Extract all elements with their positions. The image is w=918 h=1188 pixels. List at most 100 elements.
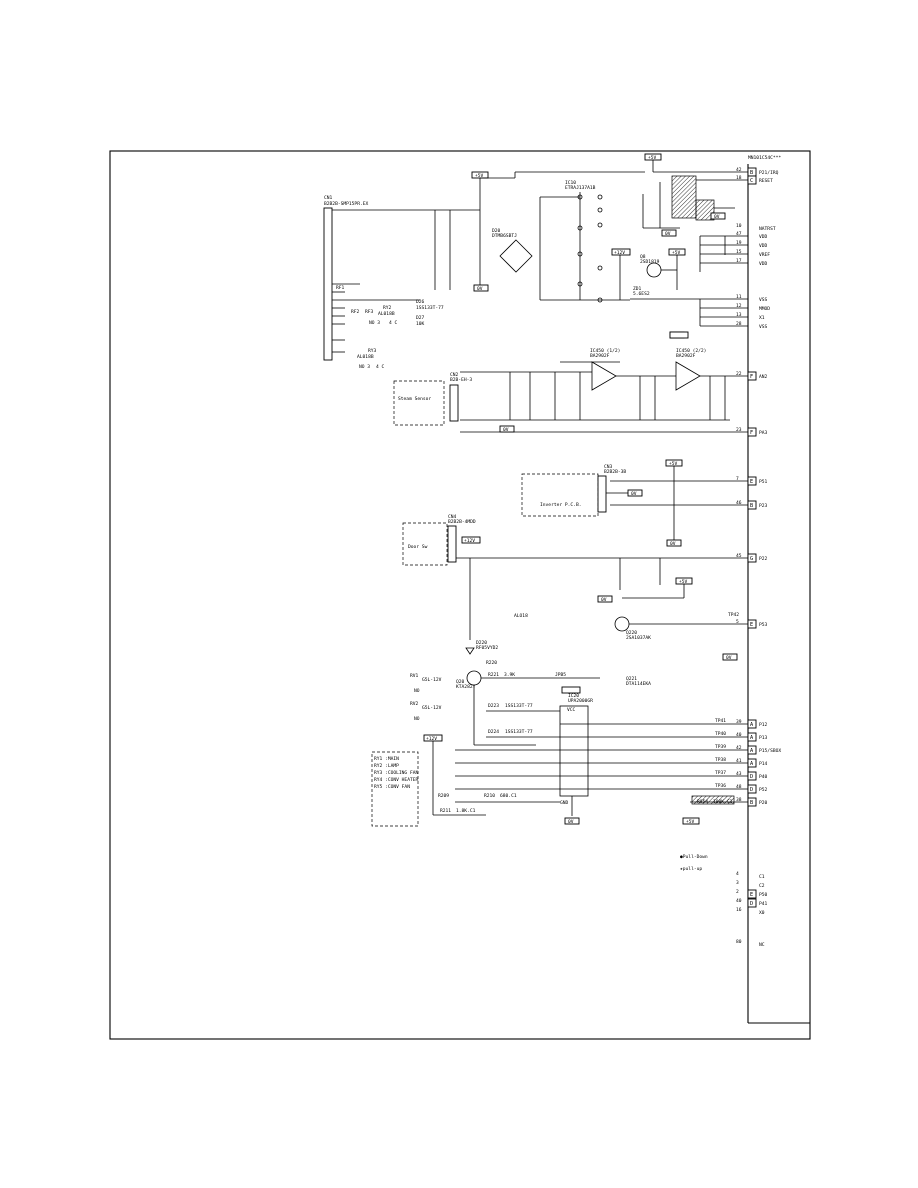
mcu-port-tag [747, 889, 757, 899]
d223-label: D223 [488, 703, 499, 709]
rv1-no: NO [414, 688, 420, 694]
rail-tag-0v-e [499, 425, 515, 433]
cn1-part: B2B2B-SMP15PR.EX [324, 201, 368, 207]
mcu-port-letter: E [750, 892, 753, 898]
mcu-pin-name: X0 [759, 910, 765, 916]
mcu-pin-number: 17 [736, 258, 742, 264]
steam-sensor-box [393, 380, 445, 426]
mcu-pin-name: P23 [759, 503, 768, 509]
mcu-pin-name: C2 [759, 883, 765, 889]
d-part: 1SS133T-77 [505, 729, 533, 735]
cn2-label: CN2 [450, 372, 459, 378]
rail-tag-0v-h [597, 595, 613, 603]
rail-label: +12V [464, 538, 475, 544]
relay-ref: RY3 [368, 348, 377, 354]
mcu-port-letter: F [750, 374, 753, 380]
rail-tag-0v-a [661, 229, 677, 237]
cn3-label: CN3 [604, 464, 613, 470]
mcu-pin-name: P15/SBOX [759, 748, 781, 754]
rail-label: +5V [672, 250, 681, 256]
mcu-pin-name: VREF [759, 252, 770, 258]
mcu-pin-name: X1 [759, 315, 765, 321]
mcu-pin-name: P52 [759, 787, 768, 793]
r211-label: R211 [440, 808, 451, 814]
rail-tag-12v-b [669, 331, 689, 339]
relay-c: 4 C [389, 320, 398, 326]
d26-label: D26 [416, 299, 425, 305]
mcu-pin-number: 13 [736, 312, 742, 318]
mcu-pin-name: NATRST [759, 226, 776, 232]
relay-legend-box [371, 751, 419, 827]
q220-label: Q220 [626, 630, 637, 636]
cn3-part: B2B2B-3B [604, 469, 626, 475]
mcu-pin-number: 4 [736, 871, 739, 877]
relay-legend-line: RY4 :CONV HEATER [374, 777, 418, 783]
mcu-pin-number: 2 [736, 889, 739, 895]
rail-tag-12v-c [461, 536, 481, 544]
relay-no: NO 3 [369, 320, 380, 326]
d-part: 1SS133T-77 [505, 703, 533, 709]
ic10-label: IC10 [565, 180, 576, 186]
cn4-label: CN4 [448, 514, 457, 520]
ic450a-label: IC450 (1/2) [590, 348, 620, 354]
cn3-connector [597, 475, 607, 513]
mcu-pin-name: P53 [759, 622, 768, 628]
cn2-part: B2B-EH-3 [450, 377, 472, 383]
relay-c: 4 C [376, 364, 385, 370]
relay-ref: AL018B [357, 354, 374, 360]
mcu-pin-name: NC [759, 942, 765, 948]
rail-tag-0v-i [722, 653, 738, 661]
rail-label: +5V [475, 173, 484, 179]
mcu-port-letter: G [750, 556, 753, 562]
mcu-port-letter: D [750, 787, 753, 793]
inverter-pcb-label: Inverter P.C.B. [540, 502, 582, 508]
mcu-pin-number: 38 [736, 797, 742, 803]
transistor-q20 [466, 670, 482, 686]
relay-legend-line: RY2 :LAMP [374, 763, 399, 769]
tp-label: TP36 [715, 783, 726, 789]
cn1-connector [323, 207, 333, 361]
tp-label: TP41 [715, 718, 726, 724]
relay-ref: AL018B [378, 311, 395, 317]
reset-ic [671, 175, 697, 219]
relay-legend-line: RY3 :COOLING FAN [374, 770, 418, 776]
mcu-pin-name: RESET [759, 178, 773, 184]
mcu-pin-number: 19 [736, 240, 742, 246]
mcu-pin-number: 80 [736, 939, 742, 945]
ic20-label: IC20 [568, 693, 579, 699]
rail-label: +12V [426, 736, 437, 742]
transistor-q220 [614, 616, 630, 632]
transistor-q8 [646, 262, 662, 278]
rail-label: +5V [679, 579, 688, 585]
rail-label: 0V [601, 597, 607, 603]
rail-label: 0V [503, 427, 509, 433]
d20-label: D20 [492, 228, 501, 234]
rv2-part: G5L-12V [422, 705, 442, 711]
r210-val: 680.C1 [500, 793, 517, 799]
mcu-pin-number: 42 [736, 167, 742, 173]
rail-tag-0v-g [666, 539, 682, 547]
relay-no: NO 3 [359, 364, 370, 370]
mcu-port-letter: D [750, 901, 753, 907]
d220-part: RF05VYD2 [476, 645, 498, 651]
ic20-part: UPA2000GR [568, 698, 593, 704]
q20-label: Q20 [456, 679, 465, 685]
rail-tag-12v-a [611, 248, 631, 256]
mcu-pin-name: P21/IRQ [759, 170, 779, 176]
mcu-pin-number: 22 [736, 371, 742, 377]
zd1-label: ZD1 [633, 286, 642, 292]
mcu-port-letter: E [750, 622, 753, 628]
q8-part: 2SD1819 [640, 259, 660, 265]
r211-val: 1.8K.C1 [456, 808, 476, 814]
mcu-pin-number: 39 [736, 719, 742, 725]
mcu-pin-name: P51 [759, 479, 768, 485]
d27-part: 10K [416, 321, 425, 327]
mcu-pin-number: 11 [736, 294, 742, 300]
mcu-port-letter: A [750, 735, 754, 741]
cn4-part: B2B2B-4MDD [448, 519, 476, 525]
zd1-part: 5.6ES2 [633, 291, 650, 297]
vcc-label: VCC [567, 707, 576, 713]
d20-part: DTMB6SBTJ [492, 233, 517, 239]
